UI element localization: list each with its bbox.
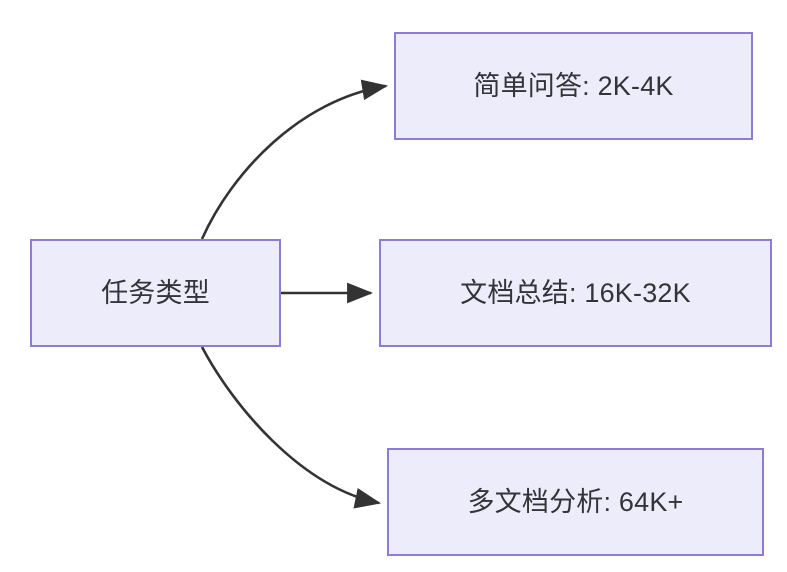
node-doc-summary[interactable]: 文档总结: 16K-32K <box>379 239 772 347</box>
node-task-type-label: 任务类型 <box>101 277 210 308</box>
node-multi-doc-label: 多文档分析: 64K+ <box>467 486 684 517</box>
node-simple-qa-label: 简单问答: 2K-4K <box>473 70 674 101</box>
node-task-type[interactable]: 任务类型 <box>30 239 281 347</box>
edge-root-to-multi-doc <box>200 346 382 509</box>
edge-root-to-simple-qa <box>200 79 389 240</box>
node-multi-doc[interactable]: 多文档分析: 64K+ <box>387 448 764 556</box>
node-doc-summary-label: 文档总结: 16K-32K <box>460 277 691 308</box>
node-simple-qa[interactable]: 简单问答: 2K-4K <box>394 32 753 140</box>
